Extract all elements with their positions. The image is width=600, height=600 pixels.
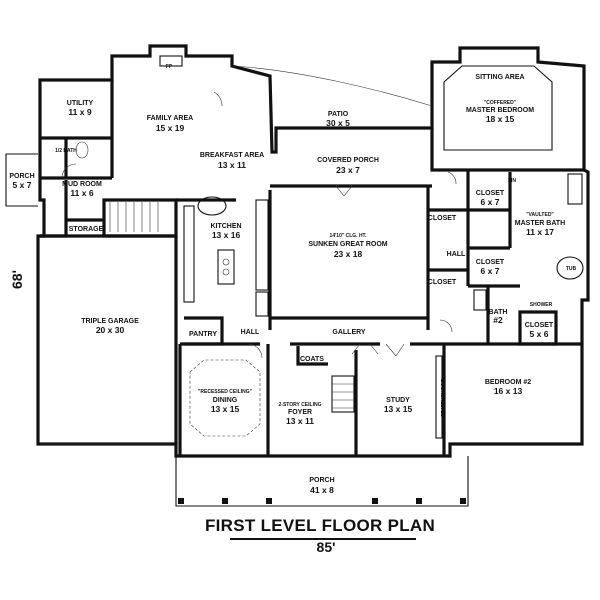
study-name: STUDY	[386, 397, 410, 404]
great-room-dim: 23 x 18	[334, 249, 363, 259]
storage-name: STORAGE	[69, 226, 104, 233]
utility-dim: 11 x 9	[68, 107, 91, 117]
closet-1-dim: 6 x 7	[481, 197, 500, 207]
coats-name: COATS	[300, 356, 324, 363]
fixtures	[40, 55, 584, 507]
family-area-dim: 15 x 19	[156, 123, 185, 133]
mud-room-dim: 11 x 6	[70, 188, 93, 198]
closet-2-name: CLOSET	[476, 259, 505, 266]
closet-3-name: CLOSET	[525, 322, 554, 329]
plan-title: FIRST LEVEL FLOOR PLAN	[204, 516, 436, 535]
dining-note: "RECESSED CEILING"	[198, 389, 253, 395]
bookshelves-label: BOOKSHELVES	[439, 379, 445, 418]
front-porch-name: PORCH	[309, 477, 334, 484]
half-bath-name: 1/2 BATH	[55, 148, 77, 154]
closet-2-dim: 6 x 7	[481, 266, 500, 276]
title-underline	[230, 538, 416, 540]
overall-depth-label: 68'	[9, 270, 25, 289]
triple-garage-name: TRIPLE GARAGE	[81, 318, 139, 325]
study-dim: 13 x 15	[384, 404, 413, 414]
closet-1-name: CLOSET	[476, 190, 505, 197]
side-porch-name: PORCH	[9, 173, 34, 180]
master-bedroom-name: MASTER BEDROOM	[466, 107, 534, 114]
master-bath-dim: 11 x 17	[526, 227, 554, 237]
foyer-note: 2-STORY CEILING	[279, 402, 322, 408]
master-bath-name: MASTER BATH	[515, 220, 565, 227]
foyer-name: FOYER	[288, 409, 312, 416]
utility-name: UTILITY	[67, 100, 94, 107]
dining-name: DINING	[213, 397, 238, 404]
kitchen-name: KITCHEN	[210, 223, 241, 230]
closet-3-dim: 5 x 6	[530, 329, 549, 339]
patio-dim: 30 x 5	[326, 118, 350, 128]
lin-name: LIN	[508, 178, 516, 184]
interior-walls	[40, 65, 584, 456]
foyer-dim: 13 x 11	[286, 416, 314, 426]
closet-hall-1-name: CLOSET	[428, 215, 457, 222]
front-porch-dim: 41 x 8	[310, 485, 334, 495]
hall-west-name: HALL	[241, 329, 260, 336]
mud-room-name: MUD ROOM	[62, 181, 102, 188]
triple-garage-dim: 20 x 30	[96, 325, 125, 335]
breakfast-area-dim: 13 x 11	[218, 160, 246, 170]
breakfast-area-name: BREAKFAST AREA	[200, 152, 264, 159]
tub-name: TUB	[566, 266, 577, 272]
patio-name: PATIO	[328, 111, 349, 118]
family-area-name: FAMILY AREA	[147, 115, 193, 122]
covered-porch-dim: 23 x 7	[336, 165, 360, 175]
bath-2-name: BATH	[489, 309, 508, 316]
overall-width-label: 85'	[316, 539, 336, 555]
side-porch-dim: 5 x 7	[13, 180, 32, 190]
bedroom-2-name: BEDROOM #2	[485, 379, 531, 386]
master-bedroom-dim: 18 x 15	[486, 114, 515, 124]
fireplace-label: FP	[166, 64, 173, 70]
great-room-note: 14'10" CLG. HT.	[330, 233, 368, 239]
bedroom-2-dim: 16 x 13	[494, 386, 523, 396]
gallery-name: GALLERY	[332, 329, 366, 336]
bath-2-dim: #2	[493, 315, 503, 325]
kitchen-dim: 13 x 16	[212, 230, 241, 240]
hall-east-name: HALL	[447, 251, 466, 258]
shower-name: SHOWER	[530, 302, 553, 308]
room-labels: FP UTILITY 11 x 9 1/2 BATH PORCH 5 x 7 M…	[9, 64, 576, 495]
master-bath-note: "VAULTED"	[526, 212, 554, 218]
dining-dim: 13 x 15	[211, 404, 240, 414]
covered-porch-name: COVERED PORCH	[317, 157, 379, 164]
sitting-area-name: SITTING AREA	[475, 74, 524, 81]
pantry-name: PANTRY	[189, 331, 217, 338]
closet-hall-2-name: CLOSET	[428, 279, 457, 286]
great-room-name: SUNKEN GREAT ROOM	[308, 241, 387, 248]
master-bedroom-note: "COFFERED"	[484, 100, 517, 106]
